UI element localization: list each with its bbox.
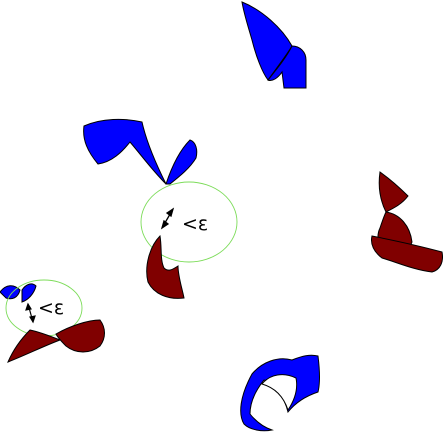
epsilon-circle-upper [140, 181, 238, 263]
red-shape-middle [146, 234, 185, 299]
distance-label-upper: <ε [182, 213, 208, 235]
blue-shape-lower-left [0, 283, 37, 303]
distance-label-lower: <ε [38, 297, 64, 319]
blue-shape-middle [83, 118, 198, 185]
blue-shape-top-right [241, 1, 307, 89]
red-shape-lower-left [7, 319, 105, 363]
double-arrow-upper [160, 207, 175, 230]
bottom-shape-hole [261, 374, 298, 412]
double-arrow-lower [25, 302, 36, 324]
red-shape-right [371, 171, 443, 273]
